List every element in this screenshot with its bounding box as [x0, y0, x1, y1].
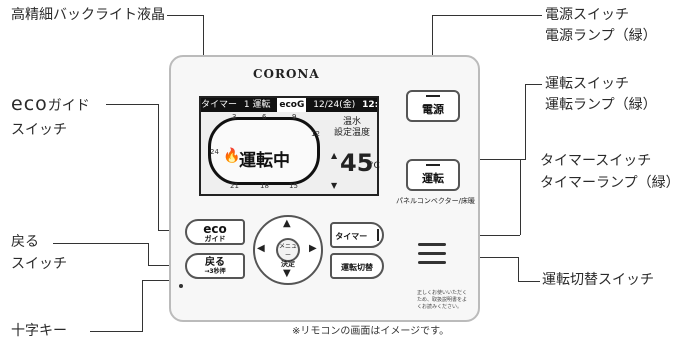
leader-line	[520, 160, 521, 235]
leader-line	[167, 15, 203, 16]
back-button-label: 戻る	[205, 257, 225, 268]
eco-guide-callout: ecoガイド	[11, 95, 90, 116]
lcd-tick: 3	[232, 113, 237, 121]
timer-button[interactable]: タイマー	[330, 222, 384, 248]
lcd-timer-dial	[208, 117, 320, 185]
power-switch-callout: 電源スイッチ	[545, 7, 629, 23]
lcd-status-text: 運転中	[239, 151, 290, 171]
back-button-sublabel: →3秒押	[204, 268, 226, 275]
lcd-temperature-unit: °C	[369, 161, 380, 171]
lcd-updown-arrows-icon: ▲▼	[331, 151, 338, 190]
enter-label: 決定	[281, 260, 295, 268]
leader-line	[470, 159, 526, 160]
lcd-tick: 6	[262, 113, 267, 121]
timer-button-label: タイマー	[335, 232, 368, 241]
power-lamp-callout: 電源ランプ（緑）	[545, 28, 657, 44]
lcd-tick: 12	[311, 130, 320, 138]
eco-callout-word: eco	[11, 93, 48, 115]
leader-line	[518, 257, 519, 281]
leader-line	[158, 104, 159, 230]
run-lamp	[426, 164, 440, 166]
lcd-tick: 9	[292, 113, 297, 121]
leader-line	[525, 84, 526, 159]
power-button[interactable]: 電源	[406, 90, 460, 122]
lcd-label-line1: 温水	[342, 117, 361, 127]
timer-switch-callout: タイマースイッチ	[540, 153, 652, 169]
lcd-tick: 15	[289, 182, 298, 190]
power-lamp	[426, 95, 440, 97]
run-lamp-callout: 運転ランプ（緑）	[545, 97, 657, 113]
up-arrow-button[interactable]: ▲	[283, 218, 291, 229]
down-arrow-button[interactable]: ▼	[283, 268, 291, 279]
leader-line	[142, 280, 143, 332]
lcd-date: 12/24(金)	[313, 100, 356, 110]
menu-enter-button[interactable]: メニュー 決定	[276, 238, 300, 268]
eco-button-label: eco	[203, 222, 227, 236]
mode-switch-button[interactable]: 運転切替	[330, 253, 384, 279]
lcd-timer-label: タイマー	[201, 100, 238, 110]
speaker-grille	[418, 243, 448, 273]
lcd-tick: 21	[230, 182, 239, 190]
leader-line	[432, 15, 433, 87]
lcd-status-bar: タイマー 1 運転 ecoG 12/24(金) 12:00	[201, 98, 377, 112]
back-switch-callout: 戻る	[11, 234, 39, 250]
lcd-eco-badge: ecoG	[277, 98, 307, 112]
mode-button-label: 運転切替	[341, 263, 373, 272]
run-switch-callout: 運転スイッチ	[545, 76, 629, 92]
indicator-dot	[179, 284, 183, 288]
panel-label: パネルコンベクター/床暖	[396, 197, 475, 205]
run-button[interactable]: 運転	[406, 159, 460, 191]
leader-line	[518, 281, 540, 282]
leader-line	[525, 15, 542, 16]
cross-key-callout: 十字キー	[11, 323, 67, 339]
lcd-tick: 18	[260, 182, 269, 190]
flame-icon: 🔥	[223, 148, 241, 164]
eco-callout-suffix: ガイド	[47, 98, 90, 114]
lcd-callout: 高精細バックライト液晶	[11, 7, 165, 23]
lcd-setting-label: 温水 設定温度	[330, 117, 374, 139]
menu-label: メニュー	[278, 243, 297, 259]
lcd-label-line2: 設定温度	[333, 128, 370, 138]
left-arrow-button[interactable]: ◀	[257, 243, 265, 254]
timer-lamp-callout: タイマーランプ（緑）	[540, 175, 680, 191]
leader-line	[148, 243, 149, 265]
timer-lamp	[376, 228, 379, 241]
eco-guide-button[interactable]: eco ガイド	[185, 219, 245, 245]
leader-line	[53, 243, 148, 244]
brand-logo: CORONA	[253, 67, 320, 81]
back-button[interactable]: 戻る →3秒押	[185, 253, 245, 279]
leader-line	[106, 104, 158, 105]
mode-switch-callout: 運転切替スイッチ	[542, 272, 654, 288]
leader-line	[432, 15, 525, 16]
lcd-time: 12:00	[362, 100, 377, 110]
eco-guide-callout-line2: スイッチ	[11, 122, 67, 138]
power-button-label: 電源	[422, 103, 444, 116]
run-button-label: 運転	[422, 172, 444, 185]
leader-line	[525, 84, 542, 85]
eco-button-sublabel: ガイド	[204, 235, 226, 243]
lcd-tick: 24	[210, 148, 219, 156]
image-caption: ※リモコンの画面はイメージです。	[292, 326, 450, 337]
lcd-temperature: 45	[340, 149, 374, 177]
right-arrow-button[interactable]: ▶	[309, 243, 317, 254]
safety-note: 正しくお使いいただくため、取扱説明書をよくお読みください。	[417, 290, 468, 310]
lcd-run-label: 1 運転	[243, 100, 271, 110]
leader-line	[90, 331, 142, 332]
back-switch-callout-line2: スイッチ	[11, 256, 67, 272]
